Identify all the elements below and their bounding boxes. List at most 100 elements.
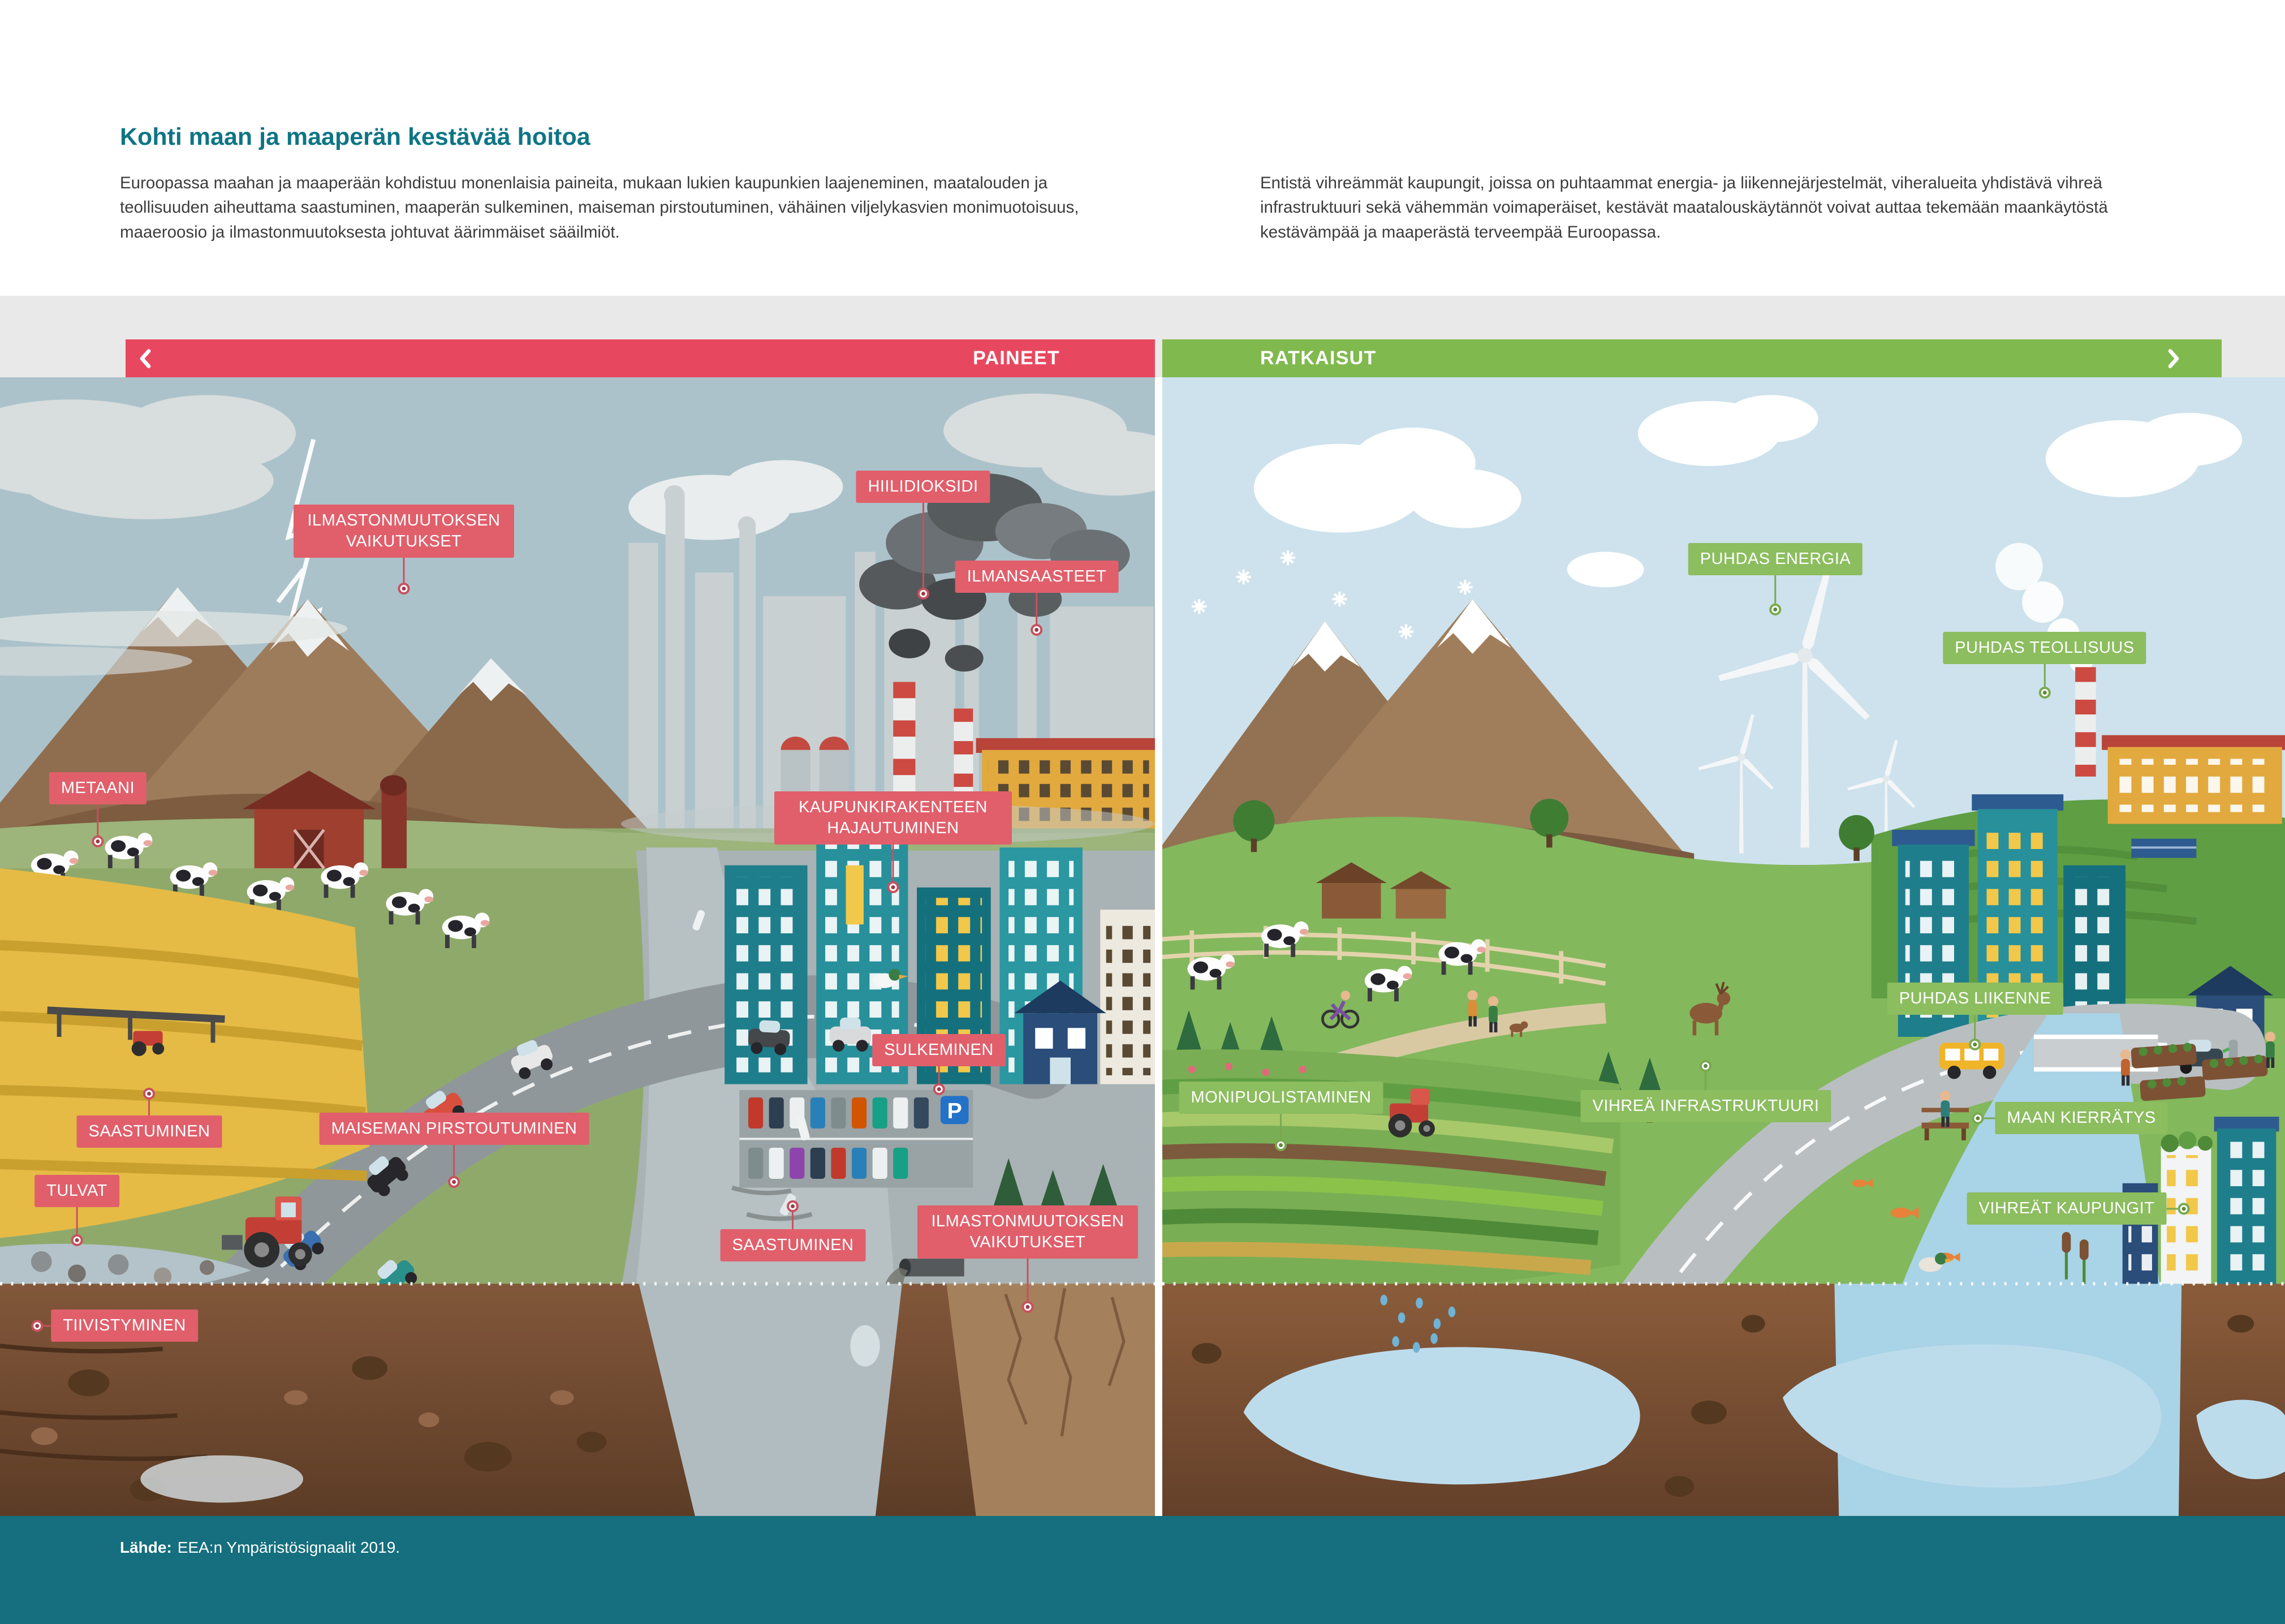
duck bbox=[1918, 1252, 1954, 1272]
callout-saastuminen-1: SAASTUMINEN bbox=[76, 1088, 222, 1148]
callout-leader-line bbox=[1705, 1072, 1707, 1090]
callout-label: METAANI bbox=[49, 772, 147, 805]
source-text: EEA:n Ympäristösignaalit 2019. bbox=[177, 1539, 400, 1556]
callout-label: SULKEMINEN bbox=[872, 1034, 1006, 1067]
field-tractor bbox=[1388, 1088, 1435, 1138]
aquifer-3 bbox=[2196, 1399, 2285, 1479]
callout-metaani: METAANI bbox=[49, 772, 147, 848]
page-title: Kohti maan ja maaperän kestävää hoitoa bbox=[120, 123, 590, 150]
callout-puhdas-teollisuus: PUHDAS TEOLLISUUS bbox=[1943, 632, 2146, 699]
callout-leader-line bbox=[2043, 664, 2046, 687]
park-bench bbox=[1921, 1091, 1969, 1140]
irrigation-boom bbox=[47, 1006, 225, 1043]
solutions-panel: PUHDAS ENERGIA PUHDAS TEOLLISUUS PUHDAS … bbox=[1162, 377, 2285, 1516]
callout-leader-line bbox=[922, 503, 924, 588]
community-garden bbox=[2120, 1031, 2276, 1101]
callout-label: MAISEMAN PIRSTOUTUMINEN bbox=[319, 1113, 589, 1145]
callout-label: PUHDAS LIIKENNE bbox=[1887, 983, 2063, 1015]
callout-label: VIHREÄT KAUPUNGIT bbox=[1967, 1192, 2167, 1225]
callout-marker-dot bbox=[448, 1176, 460, 1188]
clean-factory bbox=[1995, 542, 2285, 824]
callout-monipuolistaminen: MONIPUOLISTAMINEN bbox=[1179, 1082, 1383, 1152]
clouds bbox=[1253, 395, 2243, 588]
callout-ilmastonmuutoksen-vaikutukset-2: ILMASTONMUUTOKSEN VAIKUTUKSET bbox=[917, 1205, 1138, 1313]
callout-label: HIILIDIOKSIDI bbox=[856, 471, 990, 503]
cattails bbox=[2062, 1232, 2089, 1286]
callout-label: PUHDAS ENERGIA bbox=[1688, 543, 1863, 576]
road bbox=[150, 975, 1077, 1395]
callout-ilmansaasteet: ILMANSAASTEET bbox=[955, 561, 1119, 636]
aquifer-1 bbox=[1243, 1347, 1640, 1485]
river-wildlife bbox=[1852, 1178, 2089, 1286]
callout-leader-line bbox=[1974, 1015, 1976, 1039]
compacted-soil-patch bbox=[140, 1455, 303, 1503]
callout-kaupunkirakenteen-hajautuminen: KAUPUNKIRAKENTEEN HAJAUTUMINEN bbox=[774, 791, 1012, 894]
callout-marker-dot bbox=[1021, 1301, 1034, 1313]
callout-marker-dot bbox=[2178, 1203, 2190, 1215]
callout-label: KAUPUNKIRAKENTEEN HAJAUTUMINEN bbox=[774, 791, 1012, 845]
chevron-right-icon[interactable] bbox=[2165, 346, 2182, 371]
callout-saastuminen-2: SAASTUMINEN bbox=[720, 1200, 866, 1262]
pressures-panel: P bbox=[0, 377, 1155, 1516]
farm-barn bbox=[242, 770, 407, 869]
chevron-left-icon[interactable] bbox=[137, 346, 154, 371]
callout-label: PUHDAS TEOLLISUUS bbox=[1943, 632, 2146, 665]
callout-leader-line bbox=[1036, 593, 1038, 624]
callout-label: SAASTUMINEN bbox=[76, 1115, 222, 1148]
intro-paragraph-solutions: Entistä vihreämmät kaupungit, joissa on … bbox=[1260, 174, 2108, 242]
callout-puhdas-liikenne: PUHDAS LIIKENNE bbox=[1887, 983, 2063, 1051]
callout-marker-dot bbox=[1969, 1039, 1981, 1051]
callout-tulvat: TULVAT bbox=[35, 1175, 119, 1247]
callout-marker-dot bbox=[917, 588, 929, 600]
callout-puhdas-energia: PUHDAS ENERGIA bbox=[1688, 543, 1863, 616]
callout-leader-line bbox=[1984, 1117, 1995, 1119]
callout-marker-dot bbox=[1700, 1060, 1712, 1072]
callout-leader-line bbox=[892, 845, 894, 882]
callout-marker-dot bbox=[2038, 687, 2051, 699]
soil-cross-section bbox=[1162, 1283, 2285, 1516]
callout-label: SAASTUMINEN bbox=[720, 1229, 866, 1262]
callout-leader-line bbox=[148, 1100, 150, 1115]
dog bbox=[1509, 1021, 1528, 1037]
callout-marker-dot bbox=[1972, 1112, 1984, 1125]
callout-leader-line bbox=[938, 1066, 940, 1084]
callout-marker-dot bbox=[787, 1200, 799, 1212]
deer bbox=[1689, 981, 1731, 1036]
callout-label: TULVAT bbox=[35, 1175, 119, 1208]
pressures-banner-label: PAINEET bbox=[973, 347, 1060, 369]
callout-leader-line bbox=[403, 558, 405, 583]
callout-label: MAAN KIERRÄTYS bbox=[1995, 1102, 2168, 1135]
callout-vihreat-kaupungit: VIHREÄT KAUPUNGIT bbox=[1967, 1192, 2190, 1225]
callout-leader-line bbox=[1027, 1259, 1029, 1302]
callout-leader-line bbox=[76, 1207, 78, 1235]
solutions-banner: RATKAISUT bbox=[1162, 339, 2222, 377]
dry-cracked-soil bbox=[946, 1283, 1155, 1516]
tractor bbox=[222, 1196, 312, 1268]
callout-marker-dot bbox=[887, 881, 899, 894]
blue-house bbox=[1014, 980, 1106, 1084]
callout-label: MONIPUOLISTAMINEN bbox=[1179, 1082, 1383, 1114]
source-label: Lähde: bbox=[120, 1539, 172, 1556]
callout-leader-line bbox=[1280, 1114, 1282, 1140]
callout-leader-line bbox=[43, 1325, 51, 1327]
banner-band: PAINEET RATKAISUT bbox=[0, 296, 2285, 377]
callout-marker-dot bbox=[1031, 624, 1043, 636]
callout-ilmastonmuutoksen-vaikutukset-1: ILMASTONMUUTOKSEN VAIKUTUKSET bbox=[294, 505, 514, 595]
callout-marker-dot bbox=[1769, 604, 1782, 616]
pressures-illustration: P bbox=[0, 377, 1155, 1516]
callout-leader-line bbox=[2166, 1208, 2178, 1210]
duck bbox=[872, 968, 908, 988]
farm-buildings bbox=[1316, 862, 1452, 919]
callout-vihrea-infrastruktuuri: VIHREÄ INFRASTRUKTUURI bbox=[1580, 1060, 1831, 1123]
callout-marker-dot bbox=[71, 1234, 83, 1247]
solutions-banner-label: RATKAISUT bbox=[1260, 347, 1377, 369]
svg-text:P: P bbox=[947, 1099, 962, 1123]
sprayer-tractor bbox=[131, 1031, 165, 1056]
callout-label: ILMASTONMUUTOKSEN VAIKUTUKSET bbox=[294, 505, 514, 558]
solutions-illustration bbox=[1162, 377, 2285, 1516]
callout-label: TIIVISTYMINEN bbox=[51, 1309, 198, 1342]
callout-marker-dot bbox=[92, 835, 104, 848]
callout-marker-dot bbox=[933, 1083, 945, 1096]
cyclist bbox=[1321, 990, 1360, 1029]
